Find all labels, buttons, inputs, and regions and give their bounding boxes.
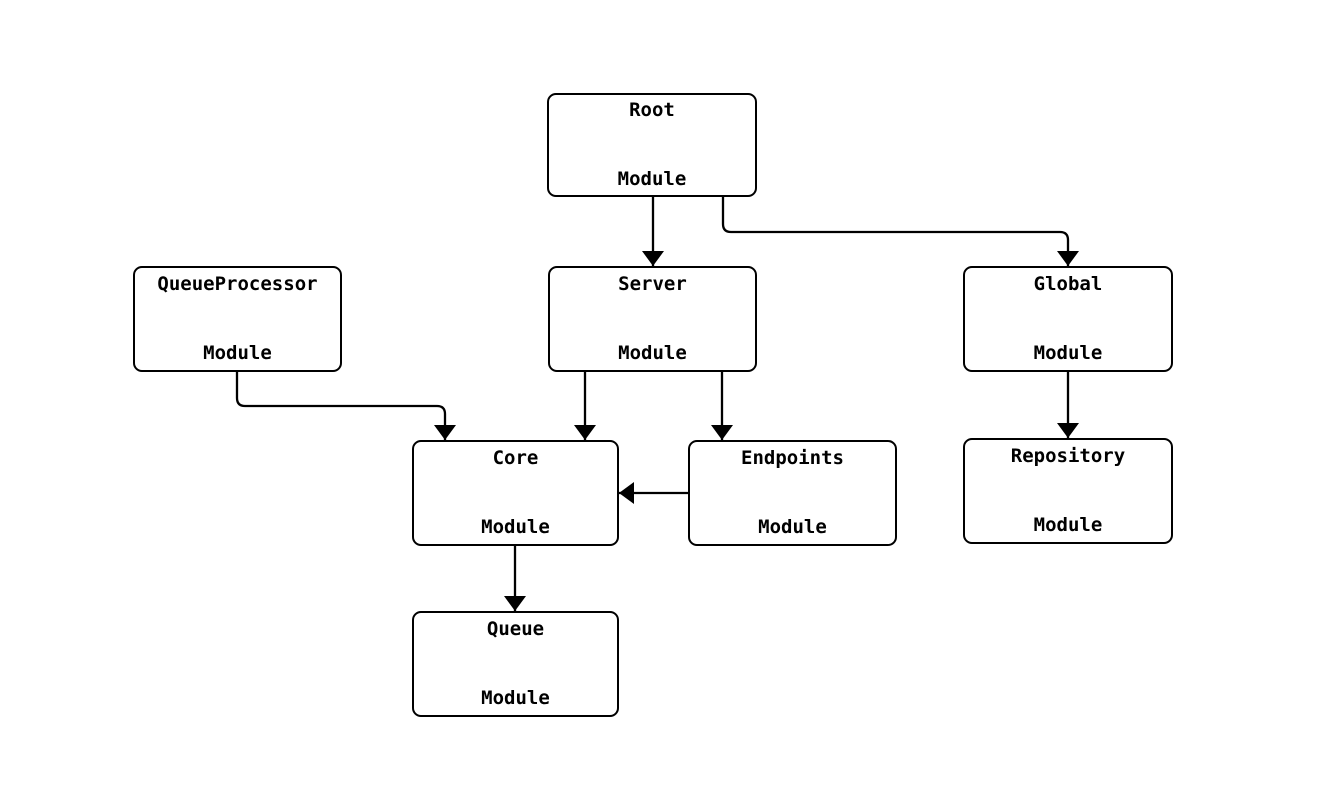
node-label-line: Module xyxy=(618,342,687,364)
edge-queueprocessor-to-core xyxy=(235,372,456,440)
node-label-line: Module xyxy=(1033,514,1103,536)
node-root-module: Root Module xyxy=(547,93,757,197)
node-label-line: Queue xyxy=(486,618,545,640)
edge-root-to-global xyxy=(721,197,1079,266)
node-queueprocessor-module: QueueProcessor Module xyxy=(133,266,342,372)
node-label-line: Module xyxy=(203,342,272,364)
node-label-line: Module xyxy=(481,516,550,538)
node-label: Root Module xyxy=(618,53,687,237)
node-core-module: Core Module xyxy=(412,440,619,546)
node-label: Queue Module xyxy=(481,572,550,756)
node-label-line: QueueProcessor xyxy=(157,273,318,295)
node-label: Endpoints Module xyxy=(741,401,844,585)
node-label-line: Module xyxy=(481,687,550,709)
node-label-line: Module xyxy=(617,168,687,190)
node-label-line: Core xyxy=(492,447,539,469)
node-queue-module: Queue Module xyxy=(412,611,619,717)
node-label: Repository Module xyxy=(1011,399,1125,583)
node-label-line: Server xyxy=(618,273,687,295)
node-endpoints-module: Endpoints Module xyxy=(688,440,897,546)
node-label-line: Module xyxy=(1033,342,1103,364)
node-label: QueueProcessor Module xyxy=(157,227,317,411)
node-label-line: Repository xyxy=(1010,445,1126,467)
node-label-line: Endpoints xyxy=(741,447,844,469)
node-repository-module: Repository Module xyxy=(963,438,1173,544)
node-server-module: Server Module xyxy=(548,266,757,372)
node-label-line: Module xyxy=(758,516,827,538)
node-global-module: Global Module xyxy=(963,266,1173,372)
node-label-line: Global xyxy=(1033,273,1103,295)
node-label-line: Root xyxy=(629,99,675,121)
node-label: Server Module xyxy=(618,227,687,411)
node-label: Global Module xyxy=(1034,227,1103,411)
node-label: Core Module xyxy=(481,401,550,585)
